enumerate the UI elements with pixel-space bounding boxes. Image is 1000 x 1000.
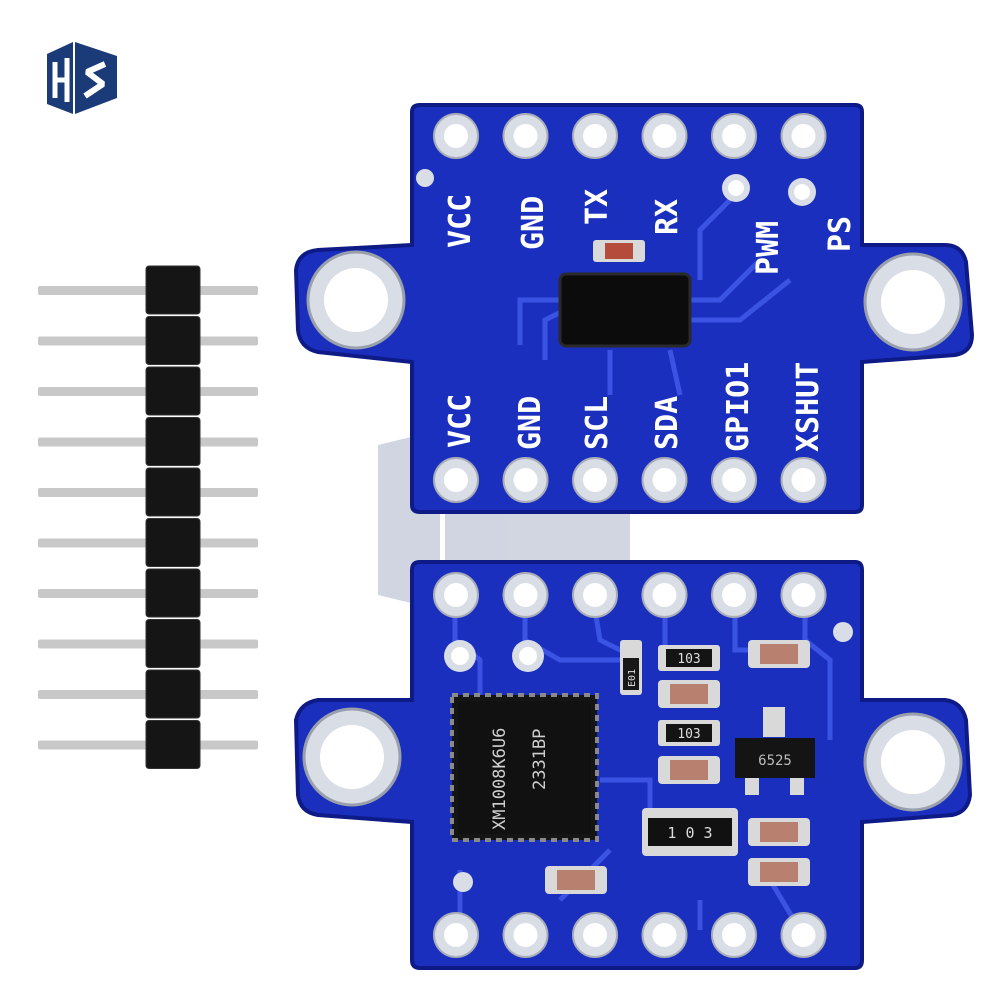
resistor-array: 1 0 3: [642, 808, 738, 856]
pin-header: [38, 265, 258, 769]
back-dot-1: [833, 622, 853, 642]
svg-text:103: 103: [677, 727, 700, 742]
svg-text:103: 103: [677, 652, 700, 667]
front-top-labels: VCC GND TX RX PWM PS: [443, 189, 858, 275]
pin-label-scl: SCL: [580, 396, 615, 450]
back-bottom-pads: [433, 912, 827, 958]
svg-text:6525: 6525: [758, 753, 792, 769]
header-plastic-segment: [145, 265, 201, 315]
pin1-dot: [416, 169, 434, 187]
front-board: VCC GND TX RX PWM PS VCC GND SCL SDA GPIO1 XSHUT: [293, 103, 975, 514]
header-plastic-segment: [145, 467, 201, 517]
pin-label-gnd: GND: [513, 396, 548, 450]
capacitor-2: [658, 756, 720, 784]
pin-label-rx: RX: [650, 199, 685, 235]
pin-label-pwm: PWM: [751, 221, 786, 275]
resistor-103-mid: 103: [658, 720, 720, 746]
front-traces: [517, 198, 792, 396]
resistor-103-top: 103: [658, 645, 720, 671]
pin-label-tx: TX: [580, 189, 615, 225]
tof-sensor-chip: [558, 272, 692, 348]
voltage-regulator: 6525: [735, 707, 815, 795]
header-plastic-segment: [145, 669, 201, 719]
front-bottom-pads: [433, 457, 827, 503]
header-plastic-segment: [145, 720, 201, 769]
header-plastic-segment: [145, 316, 201, 365]
header-plastic-segment: [145, 366, 201, 416]
svg-text:1 0 3: 1 0 3: [667, 824, 712, 842]
pin-label-ps: PS: [823, 216, 858, 252]
diode-e01: E01: [620, 640, 642, 695]
capacitor-4: [748, 818, 810, 846]
capacitor-3: [748, 640, 810, 668]
capacitor-5: [748, 858, 810, 886]
back-top-pads: [433, 572, 827, 618]
back-board: XM1008K6U6 2331BP 103 103 E01: [293, 560, 973, 970]
front-top-pads: [433, 113, 827, 159]
svg-text:E01: E01: [627, 669, 638, 687]
back-dot-2: [453, 872, 473, 892]
pin-label-vcc: VCC: [443, 394, 478, 448]
header-plastic-segment: [145, 417, 201, 466]
mcu-chip: XM1008K6U6 2331BP: [450, 693, 599, 842]
front-bottom-labels: VCC GND SCL SDA GPIO1 XSHUT: [443, 362, 826, 452]
pin-label-vcc: VCC: [443, 194, 478, 248]
pin-label-gpio1: GPIO1: [721, 362, 756, 452]
header-plastic-segment: [145, 619, 201, 668]
mcu-marking-line2: 2331BP: [530, 729, 550, 790]
pin-label-xshut: XSHUT: [791, 362, 826, 452]
capacitor-6: [545, 866, 607, 894]
capacitor-1: [658, 680, 720, 708]
mcu-marking-line1: XM1008K6U6: [490, 728, 510, 830]
pin-label-sda: SDA: [650, 396, 685, 450]
hs-brand-logo-icon: [47, 42, 117, 114]
pin-label-gnd: GND: [516, 196, 551, 250]
header-plastic-segment: [145, 568, 201, 618]
header-plastic-segment: [145, 518, 201, 567]
